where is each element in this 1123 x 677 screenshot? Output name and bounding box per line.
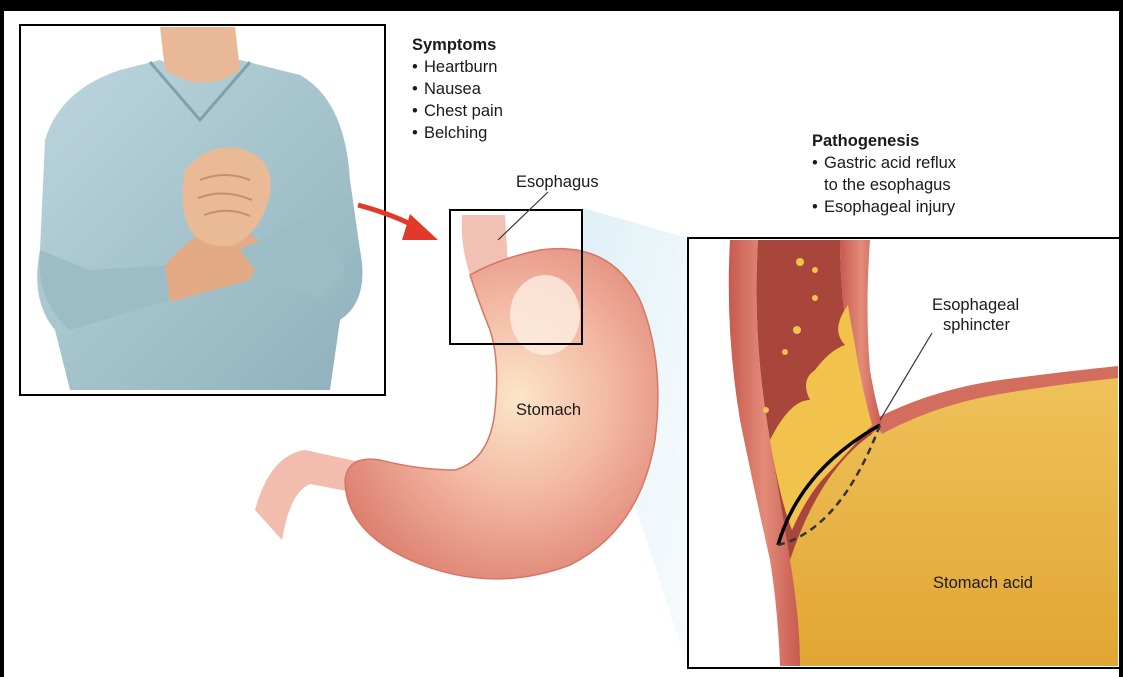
- stomach-label: Stomach: [516, 399, 581, 421]
- symptoms-heading: Symptoms: [412, 34, 503, 56]
- acid-droplet: [793, 326, 801, 334]
- list-item: •Chest pain: [412, 100, 503, 122]
- list-item: •Nausea: [412, 78, 503, 100]
- symptoms-block: Symptoms •Heartburn •Nausea •Chest pain …: [412, 34, 503, 144]
- person-illustration: [20, 25, 385, 395]
- esophagus-leader-line: [498, 192, 548, 240]
- list-item: •Heartburn: [412, 56, 503, 78]
- sphincter-label-line1: Esophageal: [932, 294, 1019, 316]
- pathogenesis-heading: Pathogenesis: [812, 130, 956, 152]
- list-item: •Belching: [412, 122, 503, 144]
- list-item-continuation: to the esophagus: [812, 174, 956, 196]
- arrow-head: [402, 214, 438, 240]
- stomach-body: [345, 249, 658, 579]
- stomach-acid-label: Stomach acid: [933, 572, 1033, 594]
- symptoms-list: •Heartburn •Nausea •Chest pain •Belching: [412, 56, 503, 144]
- esophagus-label: Esophagus: [516, 171, 599, 193]
- sphincter-label-line2: sphincter: [943, 314, 1010, 336]
- detail-panel: [688, 238, 1120, 668]
- pathogenesis-block: Pathogenesis •Gastric acid reflux to the…: [812, 130, 956, 218]
- list-item: •Gastric acid reflux: [812, 152, 956, 174]
- acid-droplet: [812, 267, 818, 273]
- acid-droplet: [763, 407, 769, 413]
- duodenum-shape: [255, 450, 360, 540]
- acid-droplet: [796, 258, 804, 266]
- acid-droplet: [782, 349, 788, 355]
- acid-droplet: [812, 295, 818, 301]
- list-item: •Esophageal injury: [812, 196, 956, 218]
- pathogenesis-list: •Gastric acid reflux to the esophagus •E…: [812, 152, 956, 218]
